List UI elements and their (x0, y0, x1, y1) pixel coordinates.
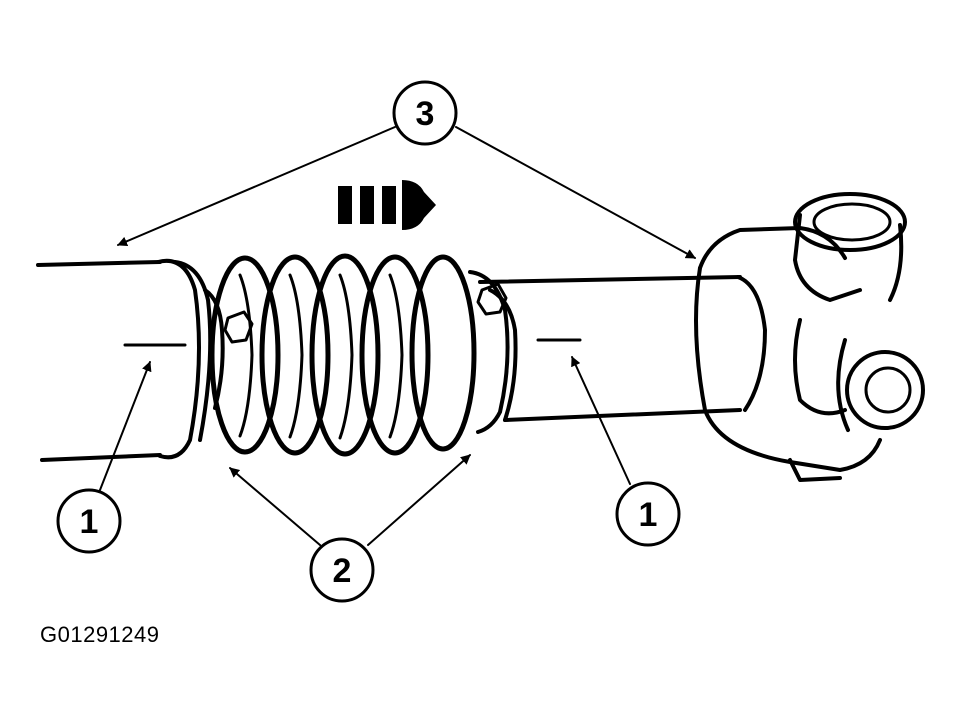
right-shaft-tube (478, 275, 767, 422)
callout-1-right: 1 (615, 481, 681, 547)
left-collar (156, 258, 225, 460)
callout-2: 2 (309, 537, 375, 603)
callout-1-right-label: 1 (639, 496, 658, 534)
right-collar (468, 270, 518, 434)
direction-arrow-icon (338, 180, 436, 230)
callout-1-left-label: 1 (80, 503, 99, 541)
callout-3-label: 3 (416, 95, 435, 133)
universal-joint-yoke (694, 192, 925, 482)
left-hex-nut (223, 310, 254, 344)
rubber-boot (209, 253, 477, 457)
callout-2-label: 2 (333, 552, 352, 590)
callout-3: 3 (392, 80, 458, 146)
leader-lines (99, 126, 696, 546)
figure-id: G01291249 (40, 622, 160, 647)
left-shaft-tube (36, 260, 187, 462)
callout-1-left: 1 (56, 488, 122, 554)
